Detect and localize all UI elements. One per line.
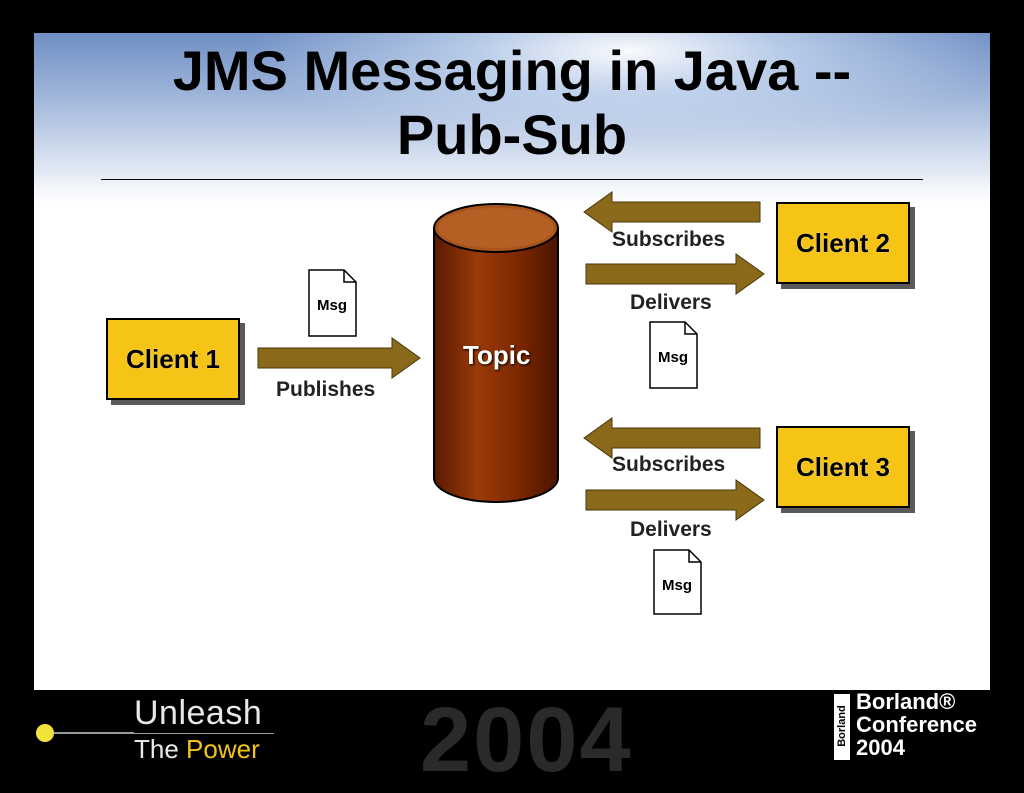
client-1-label: Client 1 bbox=[126, 343, 220, 374]
client-3-box: Client 3 bbox=[776, 426, 910, 508]
subscribes-label-client2: Subscribes bbox=[612, 228, 726, 251]
msg-label: Msg bbox=[662, 577, 692, 594]
publishes-label: Publishes bbox=[276, 378, 376, 401]
title-line-1: JMS Messaging in Java -- bbox=[172, 39, 852, 102]
footer-bar bbox=[0, 690, 1024, 768]
topic-cylinder bbox=[433, 203, 559, 503]
msg-document-client3: Msg bbox=[653, 549, 702, 615]
deliver-arrow-client3 bbox=[585, 479, 765, 521]
subscribe-arrow-client2 bbox=[583, 191, 761, 233]
title-line-2: Pub-Sub bbox=[396, 103, 628, 166]
pubsub-diagram: Msg Msg Msg bbox=[257, 191, 765, 615]
client-2-label: Client 2 bbox=[796, 227, 890, 258]
msg-label: Msg bbox=[658, 349, 688, 366]
deliver-arrow-client2 bbox=[585, 253, 765, 295]
slide: JMS Messaging in Java -- Pub-Sub bbox=[34, 33, 990, 690]
client-2-box: Client 2 bbox=[776, 202, 910, 284]
client-1-box: Client 1 bbox=[106, 318, 240, 400]
msg-document-client2: Msg bbox=[649, 321, 698, 389]
subscribe-arrow-client3 bbox=[583, 417, 761, 459]
delivers-label-client2: Delivers bbox=[630, 291, 712, 314]
subscribes-label-client3: Subscribes bbox=[612, 453, 726, 476]
slide-title: JMS Messaging in Java -- Pub-Sub bbox=[34, 39, 990, 167]
publish-arrow bbox=[257, 337, 421, 379]
title-divider bbox=[101, 179, 923, 180]
msg-document-publish: Msg bbox=[308, 269, 357, 337]
delivers-label-client3: Delivers bbox=[630, 518, 712, 541]
topic-label: Topic bbox=[463, 340, 531, 370]
client-3-label: Client 3 bbox=[796, 451, 890, 482]
msg-label: Msg bbox=[317, 297, 347, 314]
sky-background bbox=[34, 33, 990, 213]
